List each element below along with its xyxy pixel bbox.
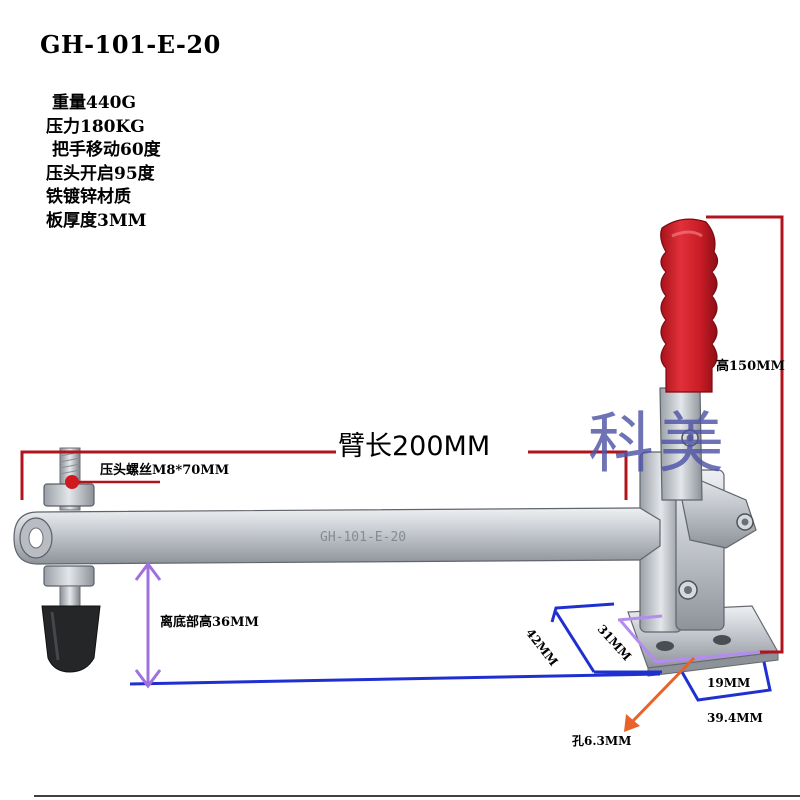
hole-arrow <box>624 656 696 732</box>
height-dimension <box>706 215 784 654</box>
spec-pressure: 压力180KG <box>46 116 145 137</box>
screw-pointer <box>65 475 160 489</box>
product-model-title: GH-101-E-20 <box>40 30 221 59</box>
spec-material: 铁镀锌材质 <box>46 187 131 207</box>
handle-lever <box>659 387 703 501</box>
base-height-label: 离底部高36MM <box>160 615 259 630</box>
bar-engraving: GH-101-E-20 <box>320 530 406 545</box>
spec-head-opening: 压头开启95度 <box>46 163 155 184</box>
arm-length-label: 臂长200MM <box>338 431 491 462</box>
arm-length-dimension <box>20 450 628 500</box>
spec-weight: 重量440G <box>52 93 137 113</box>
base-width-label: 39.4MM <box>707 711 763 725</box>
spec-handle-angle: 把手移动60度 <box>52 140 161 160</box>
red-grip <box>660 218 719 393</box>
total-height-label: 高150MM <box>716 359 785 374</box>
hole-spacing-label: 19MM <box>707 676 751 690</box>
brand-watermark: 科美 <box>588 405 728 482</box>
screw-label: 压头螺丝M8*70MM <box>100 463 230 478</box>
base-footprint-dimensions <box>550 602 772 702</box>
ground-line <box>129 672 661 686</box>
base-height-arrow <box>134 561 162 689</box>
hole-diameter-label: 孔6.3MM <box>572 734 632 748</box>
spec-plate-thickness: 板厚度3MM <box>46 210 147 231</box>
spec-list: 重量440G 压力180KG 把手移动60度 压头开启95度 铁镀锌材质 板厚度… <box>46 92 161 233</box>
clamp-arm-bar: GH-101-E-20 <box>13 507 661 565</box>
